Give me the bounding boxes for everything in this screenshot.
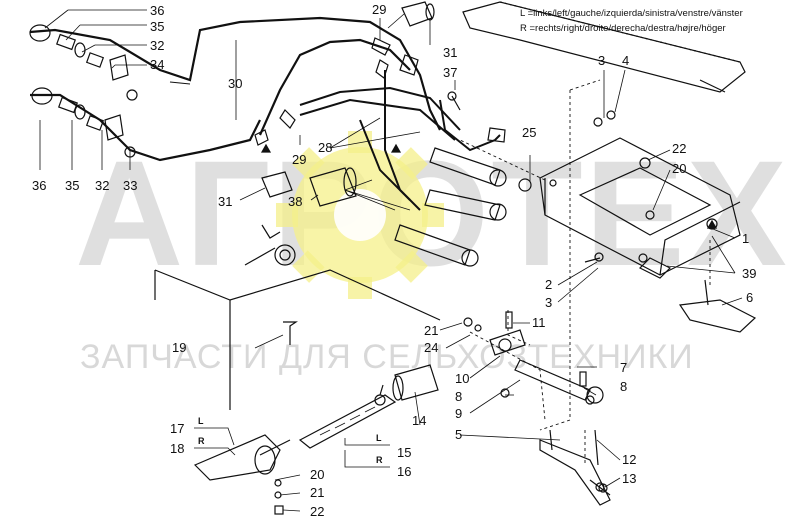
callout-6: 6 bbox=[746, 290, 753, 305]
callout-labels: 36 35 32 34 30 29 31 37 36 35 32 33 29 2… bbox=[32, 2, 756, 519]
callout-31-mid: 31 bbox=[218, 194, 232, 209]
callout-18: 18 bbox=[170, 441, 184, 456]
callout-5: 5 bbox=[455, 427, 462, 442]
cylinders bbox=[394, 147, 532, 267]
callout-9: 9 bbox=[455, 406, 462, 421]
callout-29-mid: 29 bbox=[292, 152, 306, 167]
couplings-left bbox=[29, 24, 138, 158]
callout-28: 28 bbox=[318, 140, 332, 155]
decal-38 bbox=[244, 224, 296, 266]
callout-22-top: 22 bbox=[672, 141, 686, 156]
callout-21-mid: 21 bbox=[424, 323, 438, 338]
callout-37: 37 bbox=[443, 65, 457, 80]
callout-34: 34 bbox=[150, 57, 164, 72]
callout-12: 12 bbox=[622, 452, 636, 467]
callout-10: 10 bbox=[455, 371, 469, 386]
callout-4: 4 bbox=[622, 53, 629, 68]
callout-36-bottom: 36 bbox=[32, 178, 46, 193]
callout-11: 11 bbox=[532, 315, 546, 330]
side-legend: L =links/left/gauche/izquierda/sinistra/… bbox=[520, 6, 743, 36]
callout-8-left: 8 bbox=[455, 389, 462, 404]
sleeves bbox=[261, 1, 435, 207]
lever-assembly bbox=[193, 364, 439, 481]
watermark-subtitle: ЗАПЧАСТИ ДЛЯ СЕЛЬХОЗТЕХНИКИ bbox=[80, 338, 694, 376]
callout-24: 24 bbox=[424, 340, 438, 355]
hose-28 bbox=[299, 70, 501, 211]
callout-17: 17 bbox=[170, 421, 184, 436]
callout-35-top: 35 bbox=[150, 19, 164, 34]
callout-14: 14 bbox=[412, 413, 426, 428]
callout-20-top: 20 bbox=[672, 161, 686, 176]
callout-20-bottom: 20 bbox=[310, 467, 324, 482]
callout-19: 19 bbox=[172, 340, 186, 355]
callout-30: 30 bbox=[228, 76, 242, 91]
side-mark-l-17: L bbox=[198, 416, 204, 426]
watermark: АГРОТЕХ ЗАПЧАСТИ ДЛЯ СЕЛЬХОЗТЕХНИКИ bbox=[75, 129, 787, 376]
leaders bbox=[39, 9, 743, 512]
callout-31-top: 31 bbox=[443, 45, 457, 60]
callout-8-right: 8 bbox=[620, 379, 627, 394]
callout-15: 15 bbox=[397, 445, 411, 460]
watermark-gear-icon bbox=[276, 131, 444, 299]
callout-13: 13 bbox=[622, 471, 636, 486]
callout-36-top: 36 bbox=[150, 3, 164, 18]
callout-32-top: 32 bbox=[150, 38, 164, 53]
callout-38: 38 bbox=[288, 194, 302, 209]
side-mark-l-15: L bbox=[376, 433, 382, 443]
callout-7: 7 bbox=[620, 360, 627, 375]
drawing bbox=[29, 1, 757, 515]
callout-33: 33 bbox=[123, 178, 137, 193]
legend-left: L =links/left/gauche/izquierda/sinistra/… bbox=[520, 8, 743, 19]
callout-35-bottom: 35 bbox=[65, 178, 79, 193]
callout-25: 25 bbox=[522, 125, 536, 140]
callout-3-mid: 3 bbox=[545, 295, 552, 310]
legend-right: R =rechts/right/droite/derecha/destra/hø… bbox=[520, 23, 726, 34]
callout-29-top: 29 bbox=[372, 2, 386, 17]
callout-21-bottom: 21 bbox=[310, 485, 324, 500]
arrows bbox=[260, 143, 718, 229]
callout-3-top: 3 bbox=[598, 53, 605, 68]
small-hardware bbox=[274, 91, 651, 515]
fittings bbox=[254, 37, 506, 146]
shaft-assembly bbox=[489, 279, 757, 506]
callout-39: 39 bbox=[742, 266, 756, 281]
bracket-box bbox=[539, 137, 741, 279]
callout-22-bottom: 22 bbox=[310, 504, 324, 519]
callout-16: 16 bbox=[397, 464, 411, 479]
side-mark-r-16: R bbox=[376, 455, 383, 465]
callout-2: 2 bbox=[545, 277, 552, 292]
mounting-panel bbox=[462, 1, 746, 93]
dashed-guides bbox=[459, 79, 711, 465]
side-mark-r-18: R bbox=[198, 436, 205, 446]
tractor-body bbox=[154, 269, 441, 410]
callout-32-bottom: 32 bbox=[95, 178, 109, 193]
callout-1: 1 bbox=[742, 231, 749, 246]
